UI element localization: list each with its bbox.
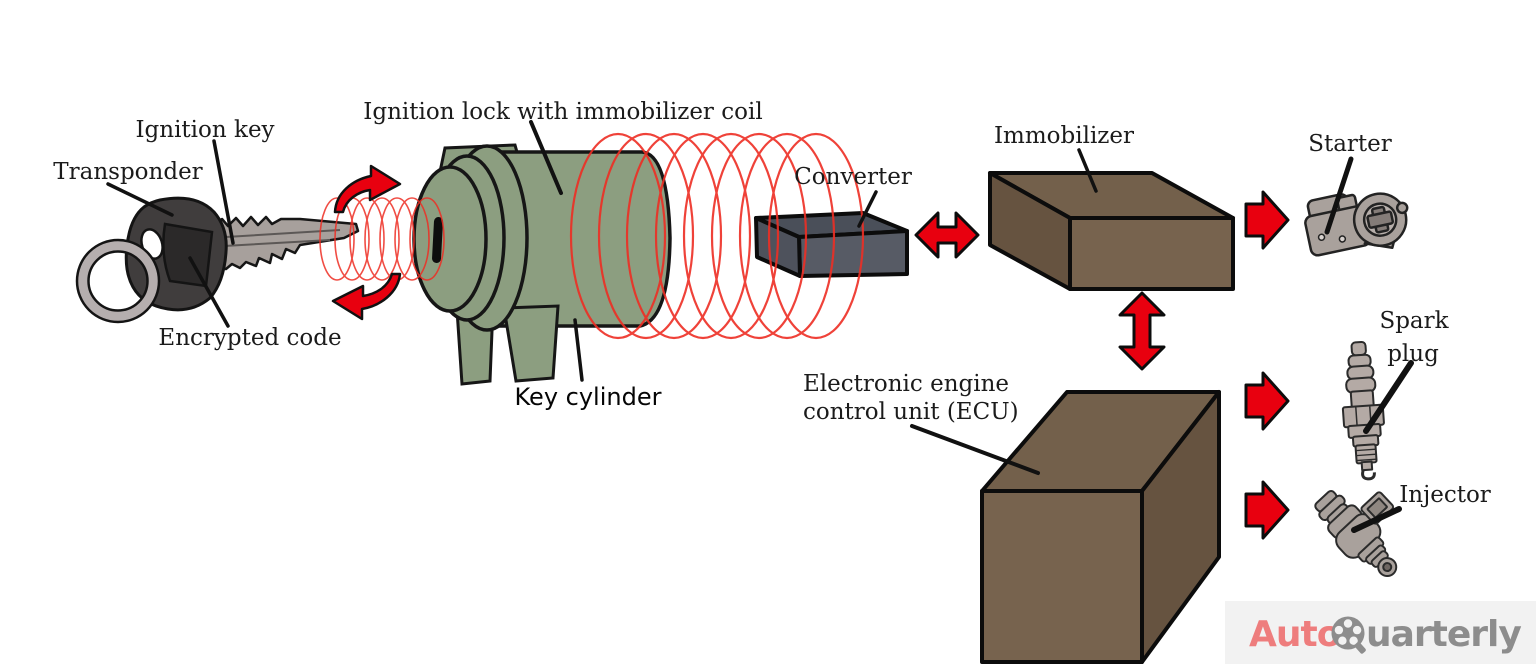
rotation-arrow-up bbox=[333, 164, 402, 214]
key-cylinder-leader-line bbox=[573, 318, 584, 382]
ecu-leader-line bbox=[910, 424, 1040, 475]
converter-box bbox=[754, 211, 909, 278]
ignition-lock-label: Ignition lock with immobilizer coil bbox=[363, 99, 762, 125]
arrow-to-spark-plug bbox=[1244, 371, 1290, 431]
immobilizer-leader-line bbox=[1077, 148, 1098, 193]
ecu-front-face bbox=[980, 489, 1144, 664]
key-cylinder-label: Key cylinder bbox=[515, 383, 662, 411]
logo-text-auto: Auto bbox=[1249, 614, 1341, 655]
spark-plug-illustration bbox=[1341, 340, 1385, 481]
logo-text-quarterly: uarterly bbox=[1366, 614, 1521, 655]
arrow-to-injector bbox=[1244, 480, 1290, 540]
ignition-key-label: Ignition key bbox=[135, 117, 274, 143]
logo-background bbox=[1225, 601, 1536, 664]
converter-label: Converter bbox=[794, 164, 912, 190]
spark-plug-leader-line bbox=[1363, 360, 1414, 434]
ignition-lock-leader-line bbox=[529, 120, 563, 195]
immobilizer-label: Immobilizer bbox=[994, 123, 1134, 149]
injector-label: Injector bbox=[1399, 482, 1491, 508]
ignition-key-leader-line bbox=[212, 139, 235, 245]
immobilizer-box bbox=[988, 171, 1235, 291]
transponder-leader-line bbox=[106, 182, 174, 217]
lock-tab-right bbox=[502, 304, 560, 383]
large-coil-rings bbox=[569, 132, 865, 340]
spark-plug-label-line2: plug bbox=[1387, 341, 1439, 367]
immobilizer-front-face bbox=[1068, 216, 1235, 291]
encrypted-code-leader-line bbox=[188, 256, 230, 328]
spark-plug-label-line1: Spark bbox=[1379, 308, 1449, 334]
double-arrow-horizontal bbox=[914, 211, 980, 259]
ecu-right-face bbox=[1140, 390, 1221, 664]
transponder-label: Transponder bbox=[53, 159, 202, 185]
ignition-key-illustration bbox=[75, 196, 360, 324]
converter-front-face bbox=[797, 229, 909, 278]
injector-leader-line bbox=[1351, 506, 1402, 533]
ecu-label-line1: Electronic engine bbox=[803, 371, 1009, 397]
double-arrow-vertical bbox=[1118, 291, 1166, 371]
starter-label: Starter bbox=[1308, 131, 1392, 157]
encrypted-code-label: Encrypted code bbox=[158, 325, 341, 351]
lock-disc-front bbox=[412, 165, 488, 313]
starter-illustration bbox=[1304, 192, 1409, 257]
starter-leader-line bbox=[1324, 156, 1354, 235]
key-head-panel bbox=[162, 222, 214, 288]
ecu-box bbox=[980, 390, 1221, 664]
rotation-arrow-down bbox=[331, 272, 402, 321]
ignition-lock-illustration bbox=[412, 143, 672, 386]
arrow-to-starter bbox=[1244, 190, 1290, 250]
wheel-icon bbox=[1331, 616, 1366, 654]
converter-leader-line bbox=[857, 190, 878, 228]
small-coil-rings bbox=[319, 197, 445, 281]
leader-lines bbox=[106, 120, 1414, 533]
key-ring bbox=[75, 238, 161, 324]
keyhole bbox=[432, 217, 443, 264]
brand-logo: Auto uarterly bbox=[1225, 601, 1536, 664]
ecu-label-line2: control unit (ECU) bbox=[803, 399, 1019, 425]
